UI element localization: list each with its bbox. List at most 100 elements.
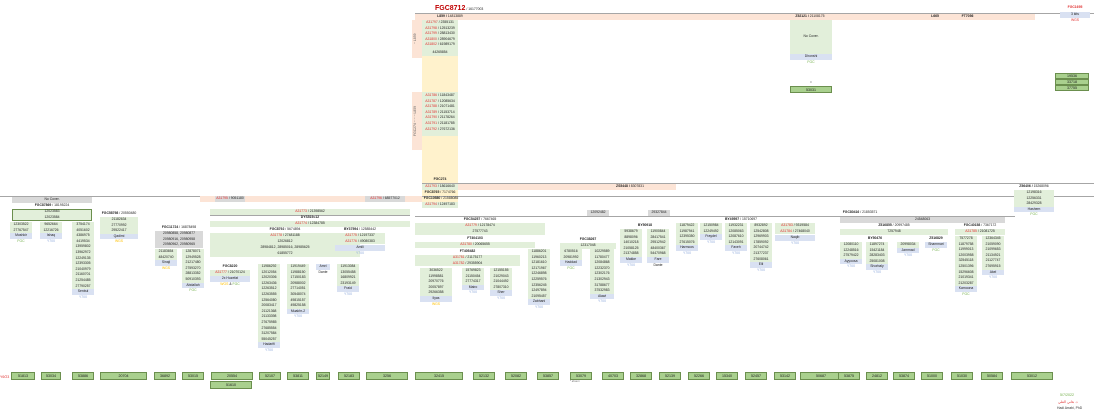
node-50687[interactable]: 50687 <box>800 372 842 380</box>
node-24812[interactable]: 24812 <box>866 372 888 380</box>
node-53886[interactable]: 53886 <box>72 372 94 380</box>
snp-pos: / 21153714 <box>437 109 455 114</box>
kit-name: Shorbaly <box>866 264 888 270</box>
zs5448-bar <box>458 184 676 190</box>
value-cell: 12143091 <box>725 239 747 246</box>
node-52266[interactable]: 52266 <box>688 372 710 380</box>
value-cell: 21160701 <box>72 272 94 278</box>
fgc87869-shared-2: 12023584 <box>44 215 60 219</box>
test-source: Y700 <box>265 347 273 352</box>
node-52149[interactable]: 52149 <box>316 372 330 380</box>
value-cell: 21302943 <box>590 276 614 283</box>
node-20704[interactable]: 20704 <box>100 372 147 380</box>
fgc80416-label: FGC80416 / 21853571 <box>842 210 878 214</box>
value-cell: 27695915 <box>982 263 1004 270</box>
node-19536[interactable]: 19536 <box>1055 73 1089 79</box>
z56406-label: Z56406 / 15268096 <box>1019 184 1049 188</box>
node-52457[interactable]: 52457 <box>745 372 767 380</box>
node-53012[interactable]: 53012 <box>1011 372 1053 380</box>
node-51000[interactable]: 51000 <box>921 372 943 380</box>
value-cell: 12256331 <box>1014 195 1054 202</box>
value-cell: 4419534 <box>72 238 94 245</box>
kit-name: Ilyas <box>420 295 452 302</box>
dys519-label: DYS519=12 <box>300 215 320 219</box>
value-cell: 11986292 <box>258 264 280 270</box>
value-cell: 21127747 <box>982 258 1004 264</box>
value-cell: 21121368 <box>258 308 280 315</box>
test-source: Dante <box>653 262 663 267</box>
node-40703[interactable]: 40703 <box>602 372 624 380</box>
node-53142[interactable]: 53142 <box>774 372 796 380</box>
value-cell: 12080110 <box>840 242 862 248</box>
value-cell: 12878071 <box>182 249 204 255</box>
kit-name: Alawi <box>590 293 614 300</box>
kit-name: Faveh <box>725 245 747 251</box>
snp-cell: A31797 / 2355131 <box>422 20 458 26</box>
snp-name: A31784 <box>780 228 792 233</box>
snp-pos: / 12513239 <box>436 25 455 30</box>
node-53079[interactable]: 53079 <box>570 372 592 380</box>
node-33718[interactable]: 33718 <box>1055 79 1089 85</box>
kit-name: Mairo <box>462 284 484 291</box>
value-cell: 20744742 <box>750 245 772 251</box>
test-source: Y700 <box>469 290 477 295</box>
node-15340[interactable]: 15340 <box>716 372 738 380</box>
value-cell: 21133398 <box>258 314 280 320</box>
node-53034[interactable]: 53034 <box>41 372 61 380</box>
node-53874[interactable]: 53874 <box>893 372 915 380</box>
node-52139[interactable]: 52139 <box>659 372 681 380</box>
snp-name: A31789 <box>425 109 438 114</box>
z516855-v: 7257948 <box>840 229 948 235</box>
snp-cell: A31784 / 27468040 <box>775 228 815 235</box>
node-32868[interactable]: 32868 <box>630 372 652 380</box>
node-52107[interactable]: 52107 <box>259 372 281 380</box>
z52121-label: Z52121 / 21108175 <box>795 14 825 18</box>
node-37755[interactable]: 37755 <box>1055 85 1089 91</box>
fgc87869-shared-1: 12023583 <box>44 209 60 213</box>
snp-name: A31788 <box>425 104 437 109</box>
value-cell: 37532983 <box>590 288 614 294</box>
value-cell: 12263512 <box>258 286 280 292</box>
test-source: Y700 <box>707 239 715 244</box>
value-cell: 11987941 <box>676 228 698 235</box>
value-cell: 15769823 <box>462 268 484 274</box>
test-source: Y700 <box>904 253 912 258</box>
z52121-source: FGC <box>807 60 815 64</box>
node-51030[interactable]: 51030 <box>951 372 973 380</box>
snp-pos: / 27468040 <box>791 228 810 233</box>
node-51610[interactable]: 51610 <box>210 381 252 389</box>
fgc80416-v: 24548063 <box>840 217 1005 223</box>
node-3256[interactable]: 3256 <box>366 372 408 380</box>
snp-pos: / 28904679 <box>436 36 455 41</box>
node-53811[interactable]: 53811 <box>287 372 309 380</box>
value-cell: 20057897 <box>420 284 452 291</box>
node-36892[interactable]: 36892 <box>154 372 176 380</box>
value-cell: 12084868 <box>590 260 614 266</box>
zs5448-label: ZS5448 / 8307831 <box>616 184 644 188</box>
v12092482: 12092482 <box>587 210 609 216</box>
node-32415[interactable]: 32415 <box>415 372 463 380</box>
node-52132[interactable]: 52132 <box>473 372 495 380</box>
test-source: Y700 <box>847 264 855 269</box>
value-cell: 12263436 <box>258 280 280 287</box>
node-53015[interactable]: 53015 <box>182 372 204 380</box>
node-50584[interactable]: 50584 <box>981 372 1003 380</box>
node-20554[interactable]: 20554 <box>211 372 253 380</box>
fgc8792-v3: 61855772 <box>277 251 293 255</box>
value-cell: 27579422 <box>840 253 862 259</box>
node-52183[interactable]: 52183 <box>338 372 360 380</box>
node-53857[interactable]: 53857 <box>537 372 559 380</box>
node-51813[interactable]: 51813 <box>11 372 35 380</box>
value-cell: 23193149 <box>337 280 359 287</box>
value-cell: 21040979 <box>72 266 94 273</box>
node-53031[interactable]: 53031 <box>790 86 832 93</box>
node-53875[interactable]: 53875 <box>838 372 860 380</box>
kit-name: Haddad <box>560 260 582 266</box>
node-52082[interactable]: 52082 <box>505 372 527 380</box>
